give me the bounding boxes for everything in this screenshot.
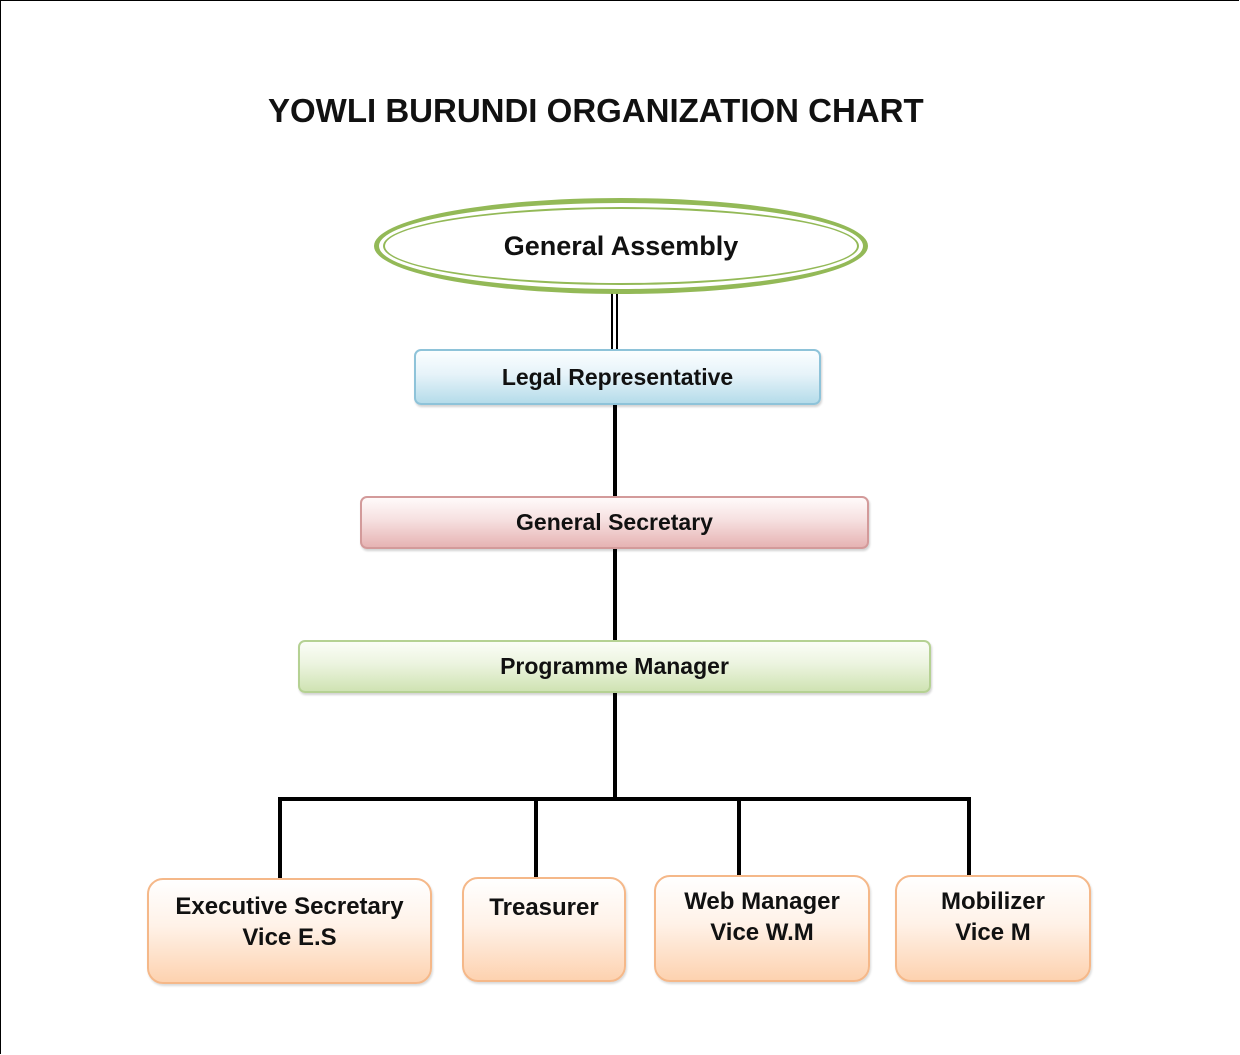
node-executive-secretary: Executive Secretary Vice E.S <box>147 878 432 984</box>
node-mobilizer-vice: Vice M <box>955 919 1031 946</box>
node-treasurer: Treasurer <box>462 877 626 982</box>
node-programme-manager-label: Programme Manager <box>500 653 729 679</box>
node-legal-representative: Legal Representative <box>414 349 821 405</box>
node-treasurer-title: Treasurer <box>489 894 599 921</box>
node-general-secretary-label: General Secretary <box>516 509 713 535</box>
node-executive-secretary-vice: Vice E.S <box>242 924 337 951</box>
chart-title: YOWLI BURUNDI ORGANIZATION CHART <box>268 92 924 129</box>
node-general-assembly-label: General Assembly <box>503 230 739 261</box>
node-mobilizer-title: Mobilizer <box>940 888 1045 915</box>
node-general-assembly: General Assembly <box>374 198 868 294</box>
node-web-manager-vice: Vice W.M <box>710 919 814 946</box>
node-programme-manager: Programme Manager <box>298 640 931 693</box>
node-web-manager-title: Web Manager <box>684 888 840 915</box>
node-legal-representative-label: Legal Representative <box>501 363 734 390</box>
node-mobilizer: Mobilizer Vice M <box>895 875 1091 982</box>
node-executive-secretary-title: Executive Secretary <box>175 893 404 920</box>
node-web-manager: Web Manager Vice W.M <box>654 875 870 982</box>
node-general-secretary: General Secretary <box>360 496 869 549</box>
